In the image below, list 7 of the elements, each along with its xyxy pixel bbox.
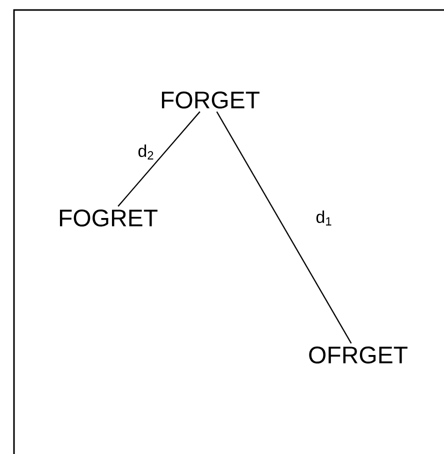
word-label: FOGRET	[60, 210, 158, 226]
edge-label: d$_{1}$	[314, 210, 334, 226]
word-label: FORGET	[162, 92, 260, 108]
edge-label: d$_{2}$	[136, 144, 156, 160]
connector-line	[216, 111, 352, 344]
word-label: OFRGET	[309, 346, 408, 364]
connector-line	[118, 111, 200, 207]
